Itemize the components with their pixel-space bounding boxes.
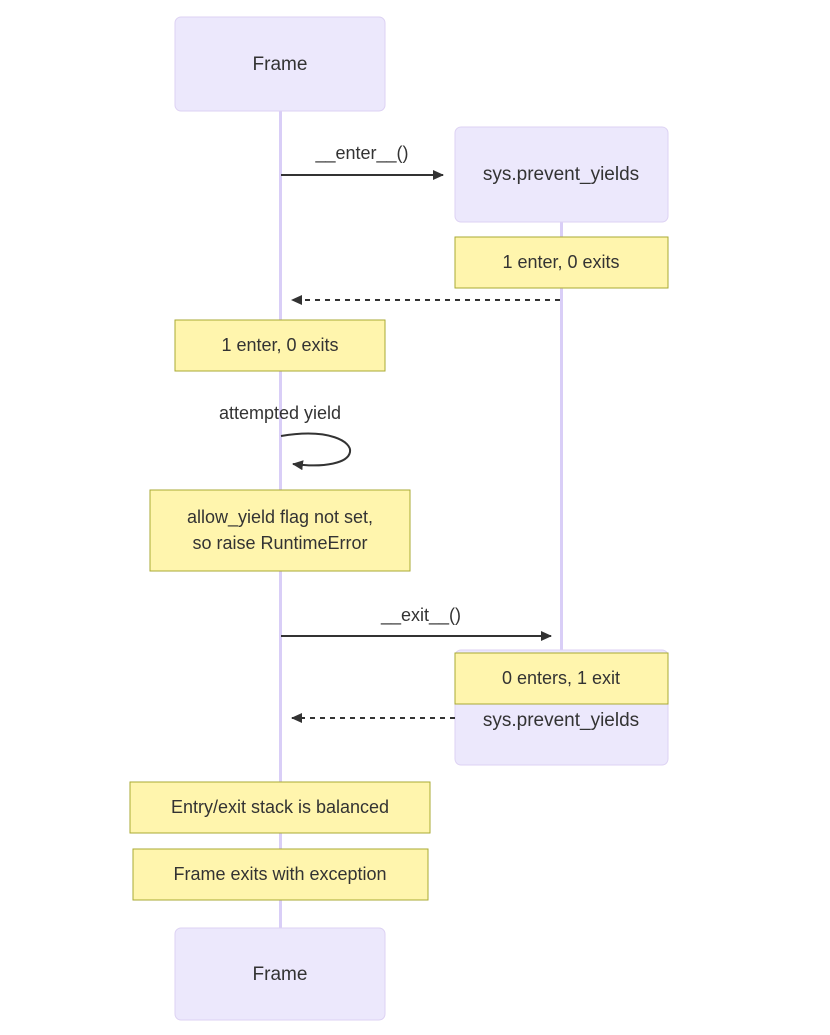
note-box-frame-enter-count[interactable] [174,319,386,372]
actor-box-frame-bottom[interactable] [174,927,386,1021]
actor-label-prevent-bottom: sys.prevent_yields [483,710,639,731]
note-label-frame-enter-count: 1 enter, 0 exits [221,335,338,355]
note-box-allow-yield[interactable] [149,489,411,572]
actor-box-prevent-top[interactable] [454,126,669,223]
message-label-exit: __exit__() [380,605,461,626]
note-box-stack-balanced[interactable] [129,781,431,834]
actor-label-frame-bottom: Frame [253,964,308,985]
note-label-prevent-enter-count: 1 enter, 0 exits [502,252,619,272]
note-box-prevent-enter-count[interactable] [454,236,669,289]
note-label-prevent-exit-count: 0 enters, 1 exit [502,668,620,688]
message-arrow-attempted-yield[interactable] [280,432,352,471]
note-label-stack-balanced: Entry/exit stack is balanced [171,797,389,817]
actor-box-frame-top[interactable] [174,16,386,112]
actor-label-frame-top: Frame [253,54,308,75]
note-label-allow-yield-line1: allow_yield flag not set, [187,507,373,528]
note-label-allow-yield-line2: so raise RuntimeError [192,533,367,553]
note-label-frame-exits-exception: Frame exits with exception [173,864,386,884]
message-label-attempted-yield: attempted yield [219,403,341,423]
note-box-frame-exits-exception[interactable] [132,848,429,901]
message-label-enter: __enter__() [314,143,408,164]
actor-label-prevent-top: sys.prevent_yields [483,164,639,185]
note-box-prevent-exit-count[interactable] [454,652,669,705]
